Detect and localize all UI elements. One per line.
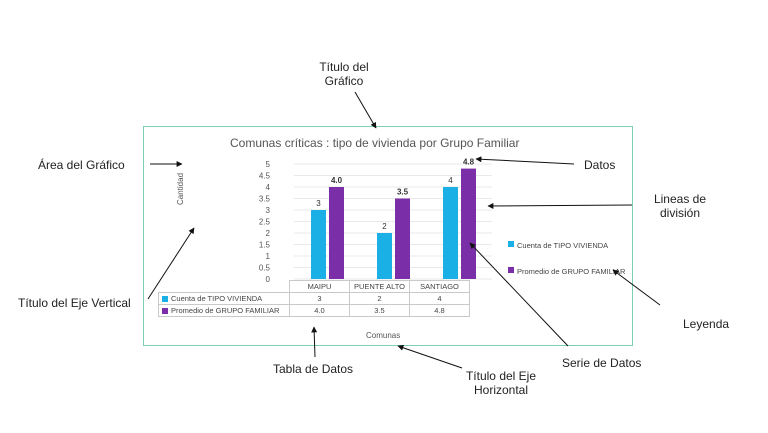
y-tick-label: 5 xyxy=(266,160,271,169)
callout-data-series: Serie de Datos xyxy=(562,356,642,370)
x-axis-title: Comunas xyxy=(366,331,401,340)
data-label: 3 xyxy=(316,199,321,208)
arrow-horizontal-axis xyxy=(397,344,463,369)
y-tick-label: 2.5 xyxy=(259,218,271,227)
legend-label: Promedio de GRUPO FAMILIAR xyxy=(517,267,626,276)
bar-1-1 xyxy=(377,233,392,279)
data-table: MAIPU PUENTE ALTO SANTIAGO Cuenta de TIP… xyxy=(158,280,470,317)
table-row: Cuenta de TIPO VIVIENDA 3 2 4 xyxy=(158,292,470,305)
legend-item: Cuenta de TIPO VIVIENDA xyxy=(508,235,625,253)
callout-data: Datos xyxy=(584,158,616,172)
data-label: 3.5 xyxy=(397,188,409,197)
y-tick-label: 0.5 xyxy=(259,264,271,273)
gridlines xyxy=(294,163,492,280)
callout-horizontal-axis-title-line1: Título del Eje xyxy=(465,369,537,383)
callout-horizontal-axis-title: Título del Eje Horizontal xyxy=(456,369,546,397)
callout-chart-title-line1: Título del xyxy=(319,60,369,74)
y-tick-label: 3 xyxy=(266,206,271,215)
table-cell: 2 xyxy=(349,292,410,305)
callout-gridlines-line2: división xyxy=(659,206,701,220)
y-tick-label: 4.5 xyxy=(259,172,271,181)
table-cell: 3.5 xyxy=(349,304,410,317)
series-1-swatch xyxy=(162,296,168,303)
bar-2-1 xyxy=(395,198,410,279)
table-cell: 4.0 xyxy=(289,304,350,317)
bar-2-2 xyxy=(461,168,476,279)
table-cell: 3 xyxy=(289,292,350,305)
legend-swatch-1 xyxy=(508,240,514,247)
table-corner xyxy=(158,280,290,293)
y-axis-ticks: 0 0.5 1 1.5 2 2.5 3 3.5 4 4.5 5 xyxy=(259,160,271,284)
table-cell: 4.8 xyxy=(409,304,470,317)
y-tick-label: 1.5 xyxy=(259,241,271,250)
series-2-swatch xyxy=(162,308,168,315)
callout-horizontal-axis-title-line2: Horizontal xyxy=(473,383,529,397)
y-tick-label: 1 xyxy=(266,252,271,261)
data-label: 4 xyxy=(448,176,453,185)
chart-area: Comunas críticas : tipo de vivienda por … xyxy=(143,126,633,346)
arrow-chart-title xyxy=(354,91,377,129)
data-label: 2 xyxy=(382,222,387,231)
legend-swatch-2 xyxy=(508,266,514,273)
table-header-cell: SANTIAGO xyxy=(409,280,470,293)
bar-1-2 xyxy=(443,187,458,279)
data-label: 4.0 xyxy=(331,176,343,185)
callout-legend: Leyenda xyxy=(683,317,730,331)
table-row: Promedio de GRUPO FAMILIAR 4.0 3.5 4.8 xyxy=(158,304,470,317)
y-tick-label: 4 xyxy=(266,183,271,192)
data-labels: 3 4.0 2 3.5 4 4.8 xyxy=(316,158,474,231)
table-header-cell: MAIPU xyxy=(289,280,350,293)
plot-area: 0 0.5 1 1.5 2 2.5 3 3.5 4 4.5 5 3 4.0 2 3.5 4 4.8 xyxy=(259,158,492,284)
callout-gridlines-line1: Lineas de xyxy=(653,192,707,206)
y-tick-label: 2 xyxy=(266,229,271,238)
y-tick-label: 0 xyxy=(266,275,271,284)
data-label: 4.8 xyxy=(463,158,475,167)
table-row-label: Promedio de GRUPO FAMILIAR xyxy=(158,304,290,317)
legend-label: Cuenta de TIPO VIVIENDA xyxy=(517,241,609,250)
y-tick-label: 3.5 xyxy=(259,195,271,204)
callout-chart-title: Título del Gráfico xyxy=(304,60,384,88)
bar-1-0 xyxy=(311,210,326,279)
table-cell: 4 xyxy=(409,292,470,305)
callout-data-table: Tabla de Datos xyxy=(273,362,354,376)
table-row-label: Cuenta de TIPO VIVIENDA xyxy=(158,292,290,305)
table-header-row: MAIPU PUENTE ALTO SANTIAGO xyxy=(158,280,470,293)
table-row-label-text: Cuenta de TIPO VIVIENDA xyxy=(171,294,263,303)
bar-series xyxy=(311,168,476,279)
chart-title: Comunas críticas : tipo de vivienda por … xyxy=(230,136,520,150)
legend-item: Promedio de GRUPO FAMILIAR xyxy=(508,261,625,279)
bar-2-0 xyxy=(329,187,344,279)
callout-chart-title-line2: Gráfico xyxy=(324,74,364,88)
table-header-cell: PUENTE ALTO xyxy=(349,280,410,293)
legend: Cuenta de TIPO VIVIENDA Promedio de GRUP… xyxy=(508,235,625,279)
table-row-label-text: Promedio de GRUPO FAMILIAR xyxy=(171,306,280,315)
callout-vertical-axis-title: Título del Eje Vertical xyxy=(18,296,131,310)
callout-gridlines: Lineas de división xyxy=(640,192,720,220)
callout-chart-area: Área del Gráfico xyxy=(38,158,125,172)
